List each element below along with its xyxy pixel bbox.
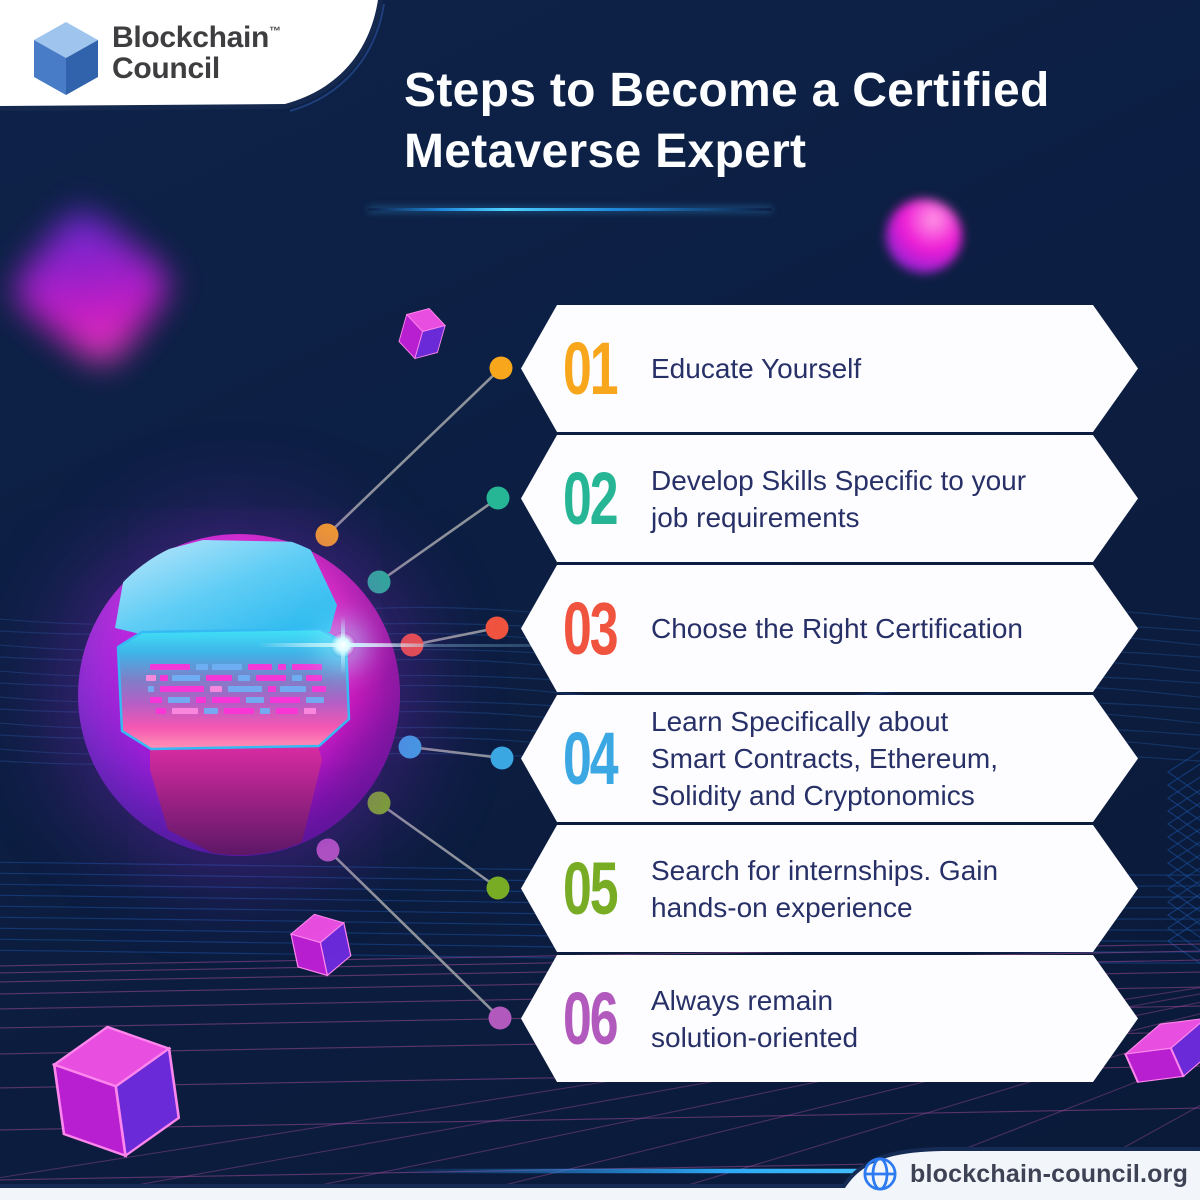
step-label: Develop Skills Specific to your job requ… [651,464,1027,533]
step-label: Always remain solution-oriented [651,984,859,1053]
step-dot [488,1006,512,1030]
logo-panel [0,0,385,112]
step-dot [486,876,510,900]
brand-name: Blockchain™ Council [112,21,281,85]
step-number: 02 [563,456,619,540]
step-dot [486,486,510,510]
sphere-dot [398,735,422,759]
floating-cube [1123,1017,1200,1083]
floating-cube [398,308,446,360]
step-item-1: 01 Educate Yourself [521,305,1138,432]
step-number: 06 [563,976,619,1060]
step-dot [489,356,513,380]
sphere-dot [315,523,339,547]
footer-panel [0,1147,1200,1200]
step-label: Choose the Right Certification [651,613,1023,644]
step-number: 03 [563,586,619,670]
step-dot [490,746,514,770]
sphere-dot [316,838,340,862]
helmet-chin [150,746,322,855]
cube-logo-icon [34,22,98,95]
brand-logo: Blockchain™ Council [34,22,281,96]
step-label: Search for internships. Gain hands-on ex… [651,854,999,923]
floating-cube [289,913,352,977]
vr-helmet [115,540,337,855]
step-item-4: 04 Learn Specifically about Smart Contra… [521,695,1138,822]
trademark: ™ [269,24,281,38]
page-title: Steps to Become a Certified Metaverse Ex… [404,64,1050,178]
globe-icon [863,1157,897,1191]
step-item-2: 02 Develop Skills Specific to your job r… [521,435,1138,562]
step-item-6: 06 Always remain solution-oriented [521,955,1138,1082]
step-label: Educate Yourself [651,353,862,384]
sphere-dot [367,570,391,594]
visor-code-lines [146,664,326,714]
blurred-orb [886,199,962,273]
sphere-dot [367,791,391,815]
step-item-3: 03 Choose the Right Certification [521,565,1138,692]
step-number: 04 [563,716,619,800]
step-label: Learn Specifically about Smart Contracts… [651,706,999,811]
step-item-5: 05 Search for internships. Gain hands-on… [521,825,1138,952]
floating-cube [51,1025,181,1158]
step-number: 01 [563,326,619,410]
helmet-dome [115,540,337,634]
footer-website[interactable]: blockchain-council.org [910,1159,1189,1188]
step-dot [485,616,509,640]
lens-flare [330,632,356,658]
step-number: 05 [563,846,619,930]
vr-visor [116,627,351,751]
title-divider [368,208,772,211]
footer-link[interactable]: blockchain-council.org [862,1150,1188,1198]
